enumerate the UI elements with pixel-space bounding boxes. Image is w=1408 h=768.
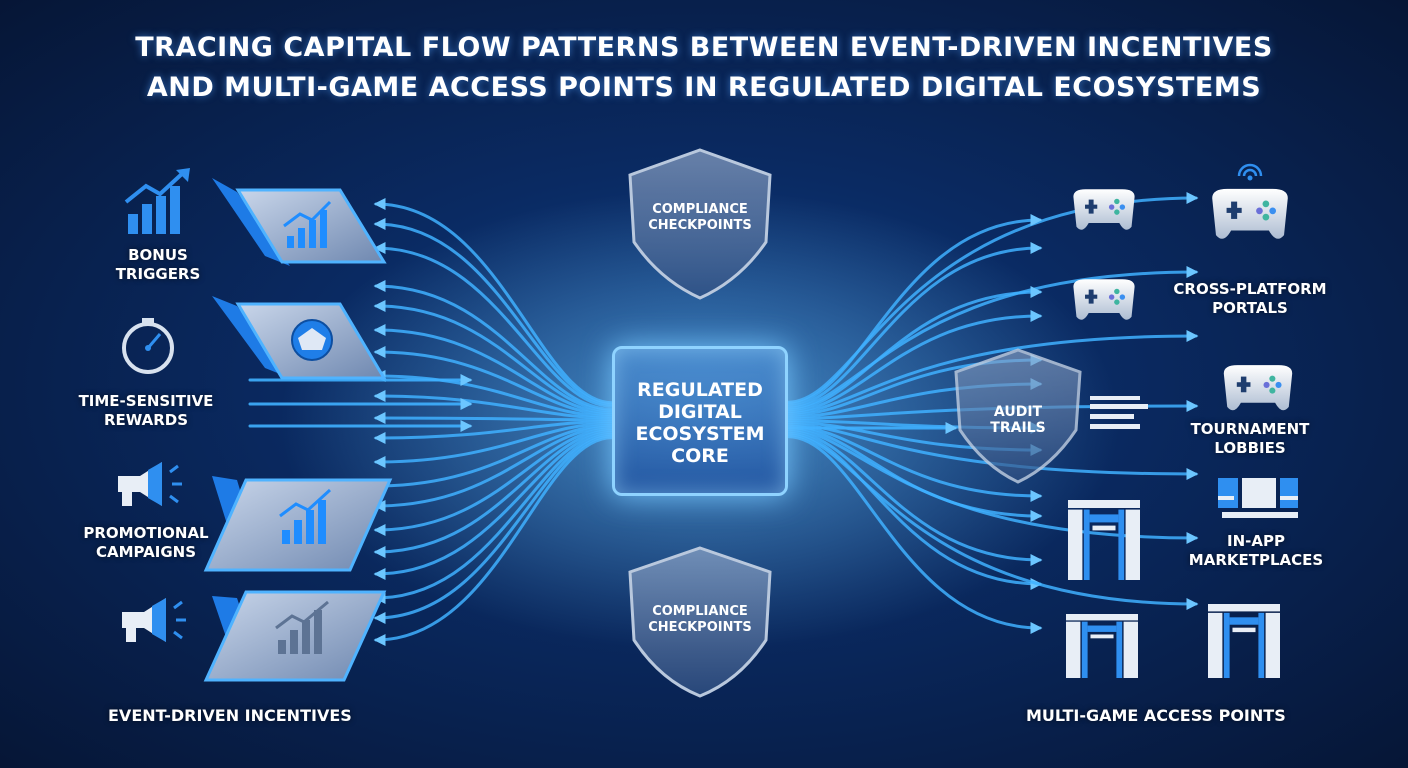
- tournament-line-1: TOURNAMENT: [1190, 420, 1310, 438]
- flow-line-right: [786, 266, 1199, 410]
- flow-line-left: [373, 423, 614, 492]
- compliance-top-line-2: CHECKPOINTS: [648, 218, 752, 233]
- flow-line-left: [373, 421, 614, 468]
- gamepad-icon: [1073, 279, 1135, 320]
- core-label: REGULATED DIGITAL ECOSYSTEM CORE: [615, 379, 785, 467]
- flow-line-left: [373, 429, 614, 558]
- flow-line-right: [786, 433, 1199, 610]
- core-line-2: DIGITAL: [658, 401, 742, 423]
- flow-line-left: [373, 427, 614, 536]
- left-footer: EVENT-DRIVEN INCENTIVES: [108, 706, 352, 725]
- flow-line-left: [373, 434, 614, 624]
- compliance-bottom-line-1: COMPLIANCE: [652, 604, 748, 619]
- tournament-lobbies-label: TOURNAMENT LOBBIES: [1180, 420, 1320, 458]
- flow-line-right: [786, 431, 1043, 590]
- flow-line-left: [373, 430, 614, 580]
- time-sensitive-line-1: TIME-SENSITIVE: [78, 392, 214, 410]
- gamepad-icon: [1073, 189, 1135, 230]
- flow-line-left: [373, 242, 614, 408]
- time-sensitive-line-2: REWARDS: [103, 411, 189, 429]
- compliance-shield-top: [628, 148, 772, 300]
- flow-line-left: [373, 218, 614, 406]
- compliance-bottom-line-2: CHECKPOINTS: [648, 620, 752, 635]
- bonus-triggers-line-2: TRIGGERS: [115, 265, 201, 283]
- bar-chart-arrow-icon: [279, 488, 332, 544]
- gamepad-icon: [1223, 365, 1293, 411]
- flow-line-right: [786, 429, 1043, 566]
- stopwatch-icon: [122, 318, 174, 374]
- left-panel-1: [212, 178, 387, 266]
- flow-line-left: [373, 346, 614, 417]
- compliance-shield-bottom: [628, 546, 772, 698]
- portal-gate-icon: [1208, 604, 1280, 678]
- in-app-marketplaces-label: IN-APP MARKETPLACES: [1176, 532, 1336, 570]
- core-line-4: CORE: [671, 445, 729, 467]
- bonus-triggers-label: BONUS TRIGGERS: [88, 246, 228, 284]
- flow-line-left: [373, 324, 614, 415]
- core-line-3: ECOSYSTEM: [635, 423, 765, 445]
- cross-platform-label: CROSS-PLATFORM PORTALS: [1160, 280, 1340, 318]
- promotional-line-2: CAMPAIGNS: [95, 543, 197, 561]
- left-panel-3: [203, 476, 393, 572]
- flow-line-left: [373, 432, 614, 604]
- main-title-line-1: TRACING CAPITAL FLOW PATTERNS BETWEEN EV…: [135, 32, 1273, 63]
- flow-line-right: [786, 435, 1043, 634]
- left-panel-2: [212, 296, 387, 380]
- compliance-bottom-label: COMPLIANCE CHECKPOINTS: [630, 604, 770, 636]
- flow-line-right: [786, 400, 1199, 421]
- time-sensitive-label: TIME-SENSITIVE REWARDS: [64, 392, 228, 430]
- flow-line-left: [373, 280, 614, 411]
- bonus-triggers-icon: [124, 168, 190, 234]
- flow-line-left: [373, 419, 614, 444]
- flow-line-left: [373, 198, 614, 405]
- portal-gate-icon: [1068, 500, 1140, 580]
- megaphone-icon: [118, 462, 182, 506]
- main-title-line-2: AND MULTI-GAME ACCESS POINTS IN REGULATE…: [146, 72, 1262, 103]
- promotional-line-1: PROMOTIONAL: [83, 524, 209, 542]
- in-app-line-2: MARKETPLACES: [1188, 551, 1324, 569]
- bar-chart-arrow-icon: [275, 600, 329, 654]
- flow-line-left: [373, 436, 614, 646]
- right-footer: MULTI-GAME ACCESS POINTS: [1026, 706, 1286, 725]
- flow-line-left: [373, 300, 614, 413]
- bar-chart-arrow-icon: [283, 200, 332, 248]
- audit-line-1: AUDIT: [993, 404, 1043, 420]
- audit-shield: [954, 348, 1082, 484]
- portal-gate-icon: [1066, 614, 1138, 678]
- flow-line-right: [786, 214, 1043, 406]
- flow-line-left: [373, 370, 614, 418]
- flow-line-left: [373, 412, 614, 425]
- compliance-top-line-1: COMPLIANCE: [652, 202, 748, 217]
- audit-line-2: TRAILS: [990, 420, 1046, 436]
- promotional-campaigns-label: PROMOTIONAL CAMPAIGNS: [66, 524, 226, 562]
- controller-emblem-icon: [291, 319, 333, 361]
- flow-line-right: [786, 310, 1043, 414]
- flow-line-right: [786, 242, 1043, 408]
- flow-line-right: [786, 286, 1043, 412]
- right-icons: [1066, 163, 1298, 678]
- core-line-1: REGULATED: [637, 379, 763, 401]
- flow-line-left: [373, 425, 614, 512]
- megaphone-icon: [122, 598, 186, 642]
- bonus-triggers-line-1: BONUS: [128, 246, 188, 264]
- wifi-icon: [1237, 163, 1263, 181]
- in-app-line-1: IN-APP: [1227, 532, 1285, 550]
- flow-lines: [248, 192, 1199, 646]
- ecosystem-core: REGULATED DIGITAL ECOSYSTEM CORE: [612, 346, 788, 496]
- cross-platform-line-2: PORTALS: [1212, 299, 1288, 317]
- marketplace-icon: [1218, 478, 1298, 518]
- audit-label: AUDIT TRAILS: [968, 404, 1068, 436]
- flow-line-left: [373, 390, 614, 420]
- audit-log-icon: [1090, 396, 1148, 429]
- compliance-top-label: COMPLIANCE CHECKPOINTS: [630, 202, 770, 234]
- flow-line-right: [786, 330, 1199, 415]
- gamepad-wifi-icon: [1212, 188, 1288, 239]
- left-panel-4: [203, 590, 387, 682]
- flow-line-right: [786, 426, 1043, 522]
- tournament-line-2: LOBBIES: [1214, 439, 1286, 457]
- cross-platform-line-1: CROSS-PLATFORM: [1173, 280, 1327, 298]
